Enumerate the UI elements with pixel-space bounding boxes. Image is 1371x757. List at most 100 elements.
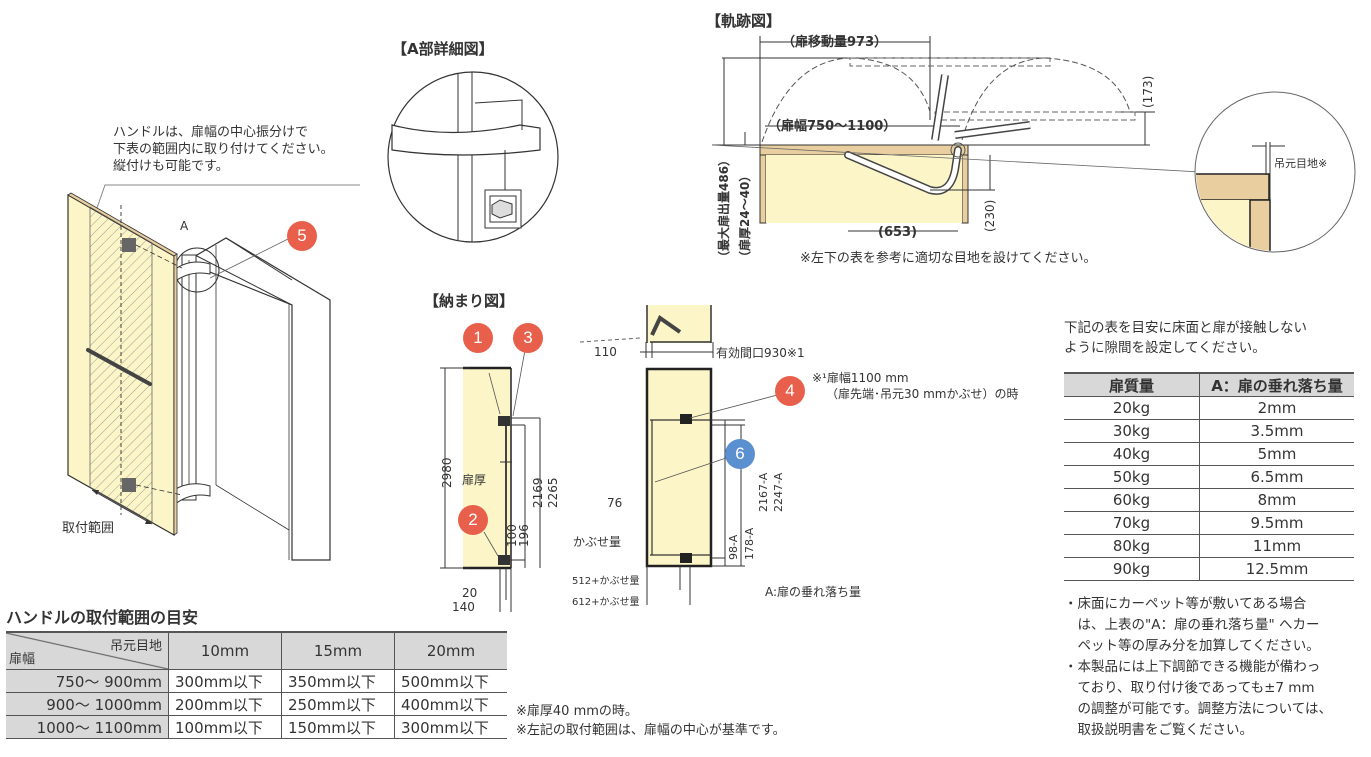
handle-note-line-1: ハンドルは、扉幅の中心振分けで — [113, 125, 309, 140]
handle-note-line-2: 下表の範囲内に取り付けてください。 — [113, 142, 334, 157]
badge-4: 4 — [775, 376, 805, 406]
table-cell: 40kg — [1064, 442, 1200, 466]
table-cell: 70kg — [1064, 511, 1200, 535]
bullet-carpet: ・床面にカーペット等が敷いてある場合 は、上表の"A：扉の垂れ落ち量" へカー … — [1064, 594, 1364, 657]
table-cell: 30kg — [1064, 419, 1200, 443]
dim-76: 76 — [607, 496, 623, 510]
door-drop-label: A:扉の垂れ落ち量 — [765, 585, 862, 599]
table-cell: 6.5mm — [1199, 465, 1354, 489]
badge-3: 3 — [513, 323, 543, 353]
dim-196: 196 — [517, 524, 531, 547]
table-cell: 20kg — [1064, 396, 1200, 420]
table-cell: 500mm以下 — [394, 669, 507, 693]
mounting-range-hatch — [89, 206, 153, 523]
trajectory-note: ※左下の表を参考に適切な目地を設けてください。 — [800, 251, 1097, 266]
table-cell: 200mm以下 — [168, 692, 282, 716]
dim-2980: 2980 — [440, 457, 454, 488]
column-header: 20mm — [394, 631, 507, 670]
badge-2: 2 — [458, 505, 488, 535]
table-cell: 100mm以下 — [168, 715, 282, 739]
row-label: 750〜 900mm — [6, 669, 169, 693]
dim-98-a: 98-A — [727, 534, 740, 560]
table-cell: 300mm以下 — [168, 669, 282, 693]
table-cell: 300mm以下 — [394, 715, 507, 739]
mounting-range-label: 取付範囲 — [62, 521, 115, 536]
table-cell: 250mm以下 — [281, 692, 395, 716]
door-thickness-label: 扉厚 — [462, 473, 487, 487]
bullet-line: ・床面にカーペット等が敷いてある場合 — [1064, 596, 1307, 612]
fitting-title: 【納まり図】 — [424, 292, 515, 310]
corner-bottom-label: 扉幅 — [9, 652, 36, 667]
badge-1: 1 — [463, 323, 493, 353]
dim-110: 110 — [594, 345, 617, 359]
badge-6: 6 — [725, 439, 755, 469]
corner-header: 吊元目地 扉幅 — [6, 631, 169, 670]
effective-opening-label: 有効間口930※1 — [716, 346, 805, 360]
bullet-line: 取扱説明書をご覧ください。 — [1064, 722, 1253, 738]
footnote-line-1: ※¹扉幅1100 mm — [812, 371, 909, 385]
dim-2265: 2265 — [546, 477, 560, 508]
table-cell: 8mm — [1199, 488, 1354, 512]
table-cell: 11mm — [1199, 534, 1354, 558]
dim-512-overlay: 512+かぶせ量 — [572, 576, 640, 587]
bullet-line: の調整が可能です。調整方法については、 — [1064, 701, 1332, 717]
bullet-adjustment: ・本製品には上下調節できる機能が備わっ ており、取り付け後であっても±7 mm … — [1064, 657, 1364, 741]
dim-2247-a: 2247-A — [772, 472, 785, 512]
table-cell: 5mm — [1199, 442, 1354, 466]
table-cell: 9.5mm — [1199, 511, 1354, 535]
handle-table-title: ハンドルの取付範囲の目安 — [6, 608, 199, 627]
handle-range-table: 吊元目地 扉幅 10mm 15mm 20mm 750〜 900mm 300mm以… — [6, 631, 507, 739]
footnote-line-2: （扉先端･吊元30 mmかぶせ）の時 — [826, 387, 1019, 401]
row-label: 900〜 1000mm — [6, 692, 169, 716]
handle-note-line-3: 縦付けも可能です。 — [113, 159, 229, 174]
gap-label: 吊元目地※ — [1274, 157, 1328, 170]
trajectory-title: 【軌跡図】 — [706, 12, 782, 30]
bullet-line: ており、取り付け後であっても±7 mm — [1064, 680, 1315, 696]
column-header: 10mm — [168, 631, 282, 670]
bullet-line: ペット等の厚み分を加算してください。 — [1064, 638, 1320, 654]
table-row: 900〜 1000mm 200mm以下 250mm以下 400mm以下 — [6, 692, 507, 716]
door-travel-dim: （扉移動量973） — [782, 35, 888, 50]
table-cell: 350mm以下 — [281, 669, 395, 693]
column-header: A：扉の垂れ落ち量 — [1199, 372, 1354, 397]
detail-a-title: 【A部詳細図】 — [392, 40, 494, 58]
badge-5: 5 — [287, 221, 317, 251]
drop-intro-1: 下記の表を目安に床面と扉が接触しない — [1064, 320, 1307, 336]
column-header: 扉質量 — [1064, 372, 1200, 397]
table-cell: 150mm以下 — [281, 715, 395, 739]
dim-2167-a: 2167-A — [757, 472, 770, 512]
table-row: 1000〜 1100mm 100mm以下 150mm以下 300mm以下 — [6, 715, 507, 739]
dim-20: 20 — [462, 586, 478, 600]
table-cell: 400mm以下 — [394, 692, 507, 716]
dim-140: 140 — [452, 600, 475, 614]
handle-note-2: ※左記の取付範囲は、扉幅の中心が基準です。 — [516, 723, 786, 738]
dim-653: (653) — [878, 225, 918, 240]
bullet-line: ・本製品には上下調節できる機能が備わっ — [1064, 659, 1321, 675]
overlay-label: かぶせ量 — [573, 535, 622, 549]
table-cell: 3.5mm — [1199, 419, 1354, 443]
corner-top-label: 吊元目地 — [109, 639, 162, 654]
door-width-dim: （扉幅750〜1100） — [768, 119, 897, 134]
table-cell: 60kg — [1064, 488, 1200, 512]
drop-intro-2: ように隙間を設定してください。 — [1064, 340, 1266, 356]
dim-612-overlay: 612+かぶせ量 — [572, 597, 640, 608]
dim-2169: 2169 — [531, 477, 545, 508]
table-cell: 80kg — [1064, 534, 1200, 558]
table-cell: 50kg — [1064, 465, 1200, 489]
table-cell: 90kg — [1064, 557, 1200, 581]
table-cell: 12.5mm — [1199, 557, 1354, 581]
bullet-line: は、上表の"A：扉の垂れ落ち量" へカー — [1064, 617, 1320, 633]
door-handle — [86, 348, 152, 386]
label-a: A — [180, 219, 189, 233]
